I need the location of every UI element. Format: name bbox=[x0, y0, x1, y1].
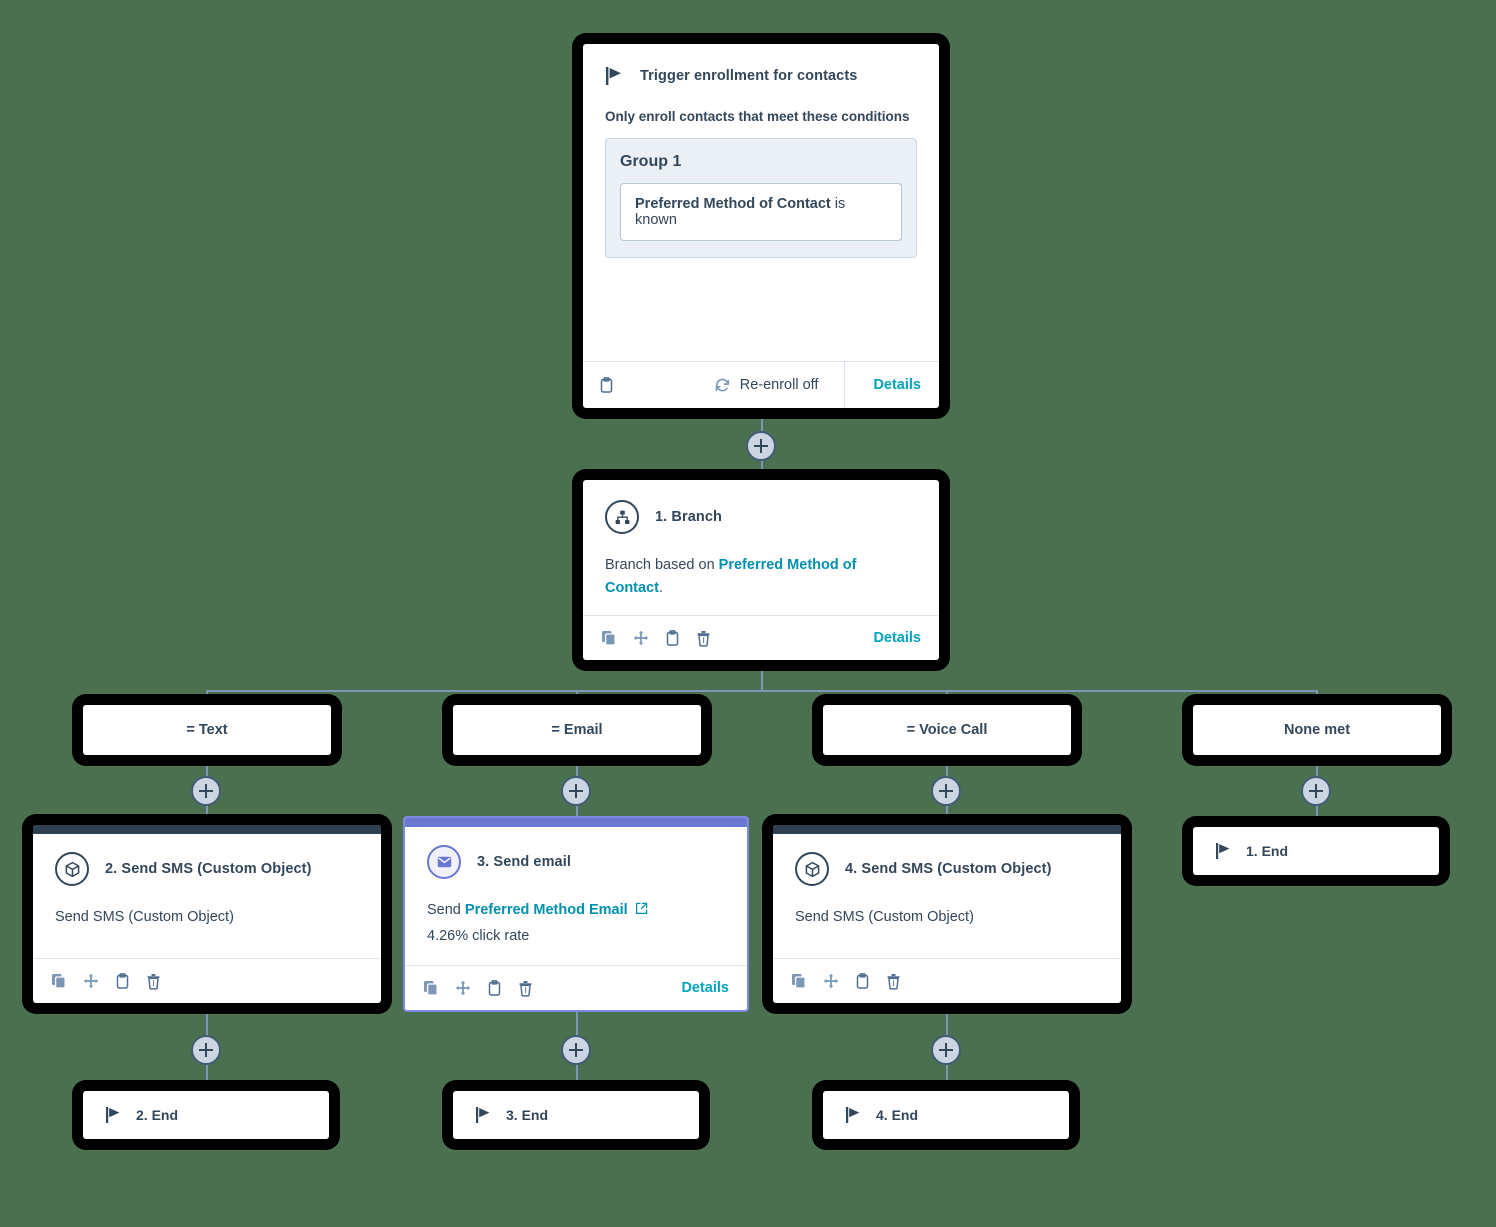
action-description: Send SMS (Custom Object) bbox=[795, 909, 974, 925]
action-desc-prefix: Send bbox=[427, 902, 465, 918]
add-step-button-after-sms4[interactable] bbox=[931, 1035, 961, 1065]
condition-operator: is known bbox=[635, 196, 846, 228]
action-details-link[interactable]: Details bbox=[681, 980, 729, 996]
connector-branch-split-horizontal bbox=[207, 690, 1317, 692]
branch-label-email[interactable]: = Email bbox=[442, 694, 712, 766]
end-card-3[interactable]: 3. End bbox=[442, 1080, 710, 1150]
move-icon[interactable] bbox=[83, 973, 99, 989]
branch-label: = Email bbox=[551, 722, 603, 738]
end-label: 3. End bbox=[506, 1107, 549, 1123]
end-label: 4. End bbox=[876, 1107, 919, 1123]
branch-desc-link[interactable]: Preferred Method of Contact bbox=[605, 557, 857, 597]
add-step-button-email[interactable] bbox=[561, 776, 591, 806]
cube-icon bbox=[795, 852, 829, 886]
card-accent-bar bbox=[773, 825, 1121, 834]
condition-group: Group 1 Preferred Method of Contact is k… bbox=[605, 138, 917, 258]
trigger-title: Trigger enrollment for contacts bbox=[640, 68, 858, 84]
move-icon[interactable] bbox=[823, 973, 839, 989]
branch-hierarchy-icon bbox=[605, 500, 639, 534]
external-link-icon[interactable] bbox=[635, 902, 648, 915]
branch-desc-suffix: . bbox=[658, 580, 664, 597]
flag-icon bbox=[475, 1106, 492, 1124]
branch-details-link[interactable]: Details bbox=[873, 630, 921, 646]
clipboard-icon[interactable] bbox=[115, 972, 130, 990]
add-step-button-after-sms2[interactable] bbox=[191, 1035, 221, 1065]
flag-icon bbox=[605, 66, 624, 86]
branch-desc-prefix: Branch based on bbox=[605, 557, 719, 573]
branch-label: = Voice Call bbox=[906, 722, 988, 738]
flag-icon bbox=[1215, 842, 1232, 860]
add-step-button-voice[interactable] bbox=[931, 776, 961, 806]
branch-label-voice-call[interactable]: = Voice Call bbox=[812, 694, 1082, 766]
branch-title: 1. Branch bbox=[655, 509, 722, 525]
branch-label: None met bbox=[1283, 722, 1351, 738]
group-title: Group 1 bbox=[620, 153, 682, 170]
branch-card[interactable]: 1. Branch Branch based on Preferred Meth… bbox=[572, 469, 950, 671]
reenroll-label: Re-enroll off bbox=[739, 377, 819, 393]
card-accent-bar bbox=[405, 818, 747, 827]
card-accent-bar bbox=[33, 825, 381, 834]
move-icon[interactable] bbox=[455, 980, 471, 996]
clipboard-icon[interactable] bbox=[855, 972, 870, 990]
branch-description: Branch based on Preferred Method of Cont… bbox=[605, 554, 917, 601]
footer-divider bbox=[844, 362, 846, 408]
copy-icon[interactable] bbox=[423, 980, 439, 996]
branch-label-none-met[interactable]: None met bbox=[1182, 694, 1452, 766]
flag-icon bbox=[845, 1106, 862, 1124]
trash-icon[interactable] bbox=[696, 630, 711, 647]
add-step-button-trigger[interactable] bbox=[746, 431, 776, 461]
trigger-conditions-label: Only enroll contacts that meet these con… bbox=[605, 109, 910, 124]
add-step-button-text[interactable] bbox=[191, 776, 221, 806]
condition-property: Preferred Method of Contact bbox=[635, 196, 831, 212]
email-asset-link[interactable]: Preferred Method Email bbox=[464, 902, 628, 918]
end-label: 2. End bbox=[136, 1107, 179, 1123]
end-card-4[interactable]: 4. End bbox=[812, 1080, 1080, 1150]
envelope-icon bbox=[427, 845, 461, 879]
trigger-details-link[interactable]: Details bbox=[873, 377, 921, 393]
clipboard-icon[interactable] bbox=[665, 629, 680, 647]
reenroll-status[interactable]: Re-enroll off bbox=[714, 377, 835, 394]
add-step-button-none[interactable] bbox=[1301, 776, 1331, 806]
refresh-icon bbox=[714, 377, 731, 394]
clipboard-icon[interactable] bbox=[599, 376, 614, 394]
trash-icon[interactable] bbox=[518, 980, 533, 997]
action-description: Send SMS (Custom Object) bbox=[55, 909, 234, 925]
clipboard-icon[interactable] bbox=[487, 979, 502, 997]
action-description: Send Preferred Method Email bbox=[427, 899, 725, 922]
end-card-2[interactable]: 2. End bbox=[72, 1080, 340, 1150]
trash-icon[interactable] bbox=[886, 973, 901, 990]
action-card-send-sms-2[interactable]: 2. Send SMS (Custom Object) Send SMS (Cu… bbox=[22, 814, 392, 1014]
move-icon[interactable] bbox=[633, 630, 649, 646]
action-title: 2. Send SMS (Custom Object) bbox=[105, 861, 312, 877]
cube-icon bbox=[55, 852, 89, 886]
copy-icon[interactable] bbox=[601, 630, 617, 646]
add-step-button-after-email3[interactable] bbox=[561, 1035, 591, 1065]
branch-label: = Text bbox=[186, 722, 228, 738]
condition-row[interactable]: Preferred Method of Contact is known bbox=[620, 183, 902, 241]
action-card-send-sms-4[interactable]: 4. Send SMS (Custom Object) Send SMS (Cu… bbox=[762, 814, 1132, 1014]
end-label: 1. End bbox=[1246, 843, 1289, 859]
branch-label-text[interactable]: = Text bbox=[72, 694, 342, 766]
action-title: 3. Send email bbox=[477, 854, 571, 870]
copy-icon[interactable] bbox=[51, 973, 67, 989]
action-title: 4. Send SMS (Custom Object) bbox=[845, 861, 1052, 877]
copy-icon[interactable] bbox=[791, 973, 807, 989]
flag-icon bbox=[105, 1106, 122, 1124]
end-card-1[interactable]: 1. End bbox=[1182, 816, 1450, 886]
trash-icon[interactable] bbox=[146, 973, 161, 990]
action-card-send-email-3[interactable]: 3. Send email Send Preferred Method Emai… bbox=[403, 816, 749, 1012]
connector-branch-to-split bbox=[761, 664, 763, 692]
action-metric: 4.26% click rate bbox=[427, 928, 530, 945]
trigger-card[interactable]: Trigger enrollment for contacts Only enr… bbox=[572, 33, 950, 419]
